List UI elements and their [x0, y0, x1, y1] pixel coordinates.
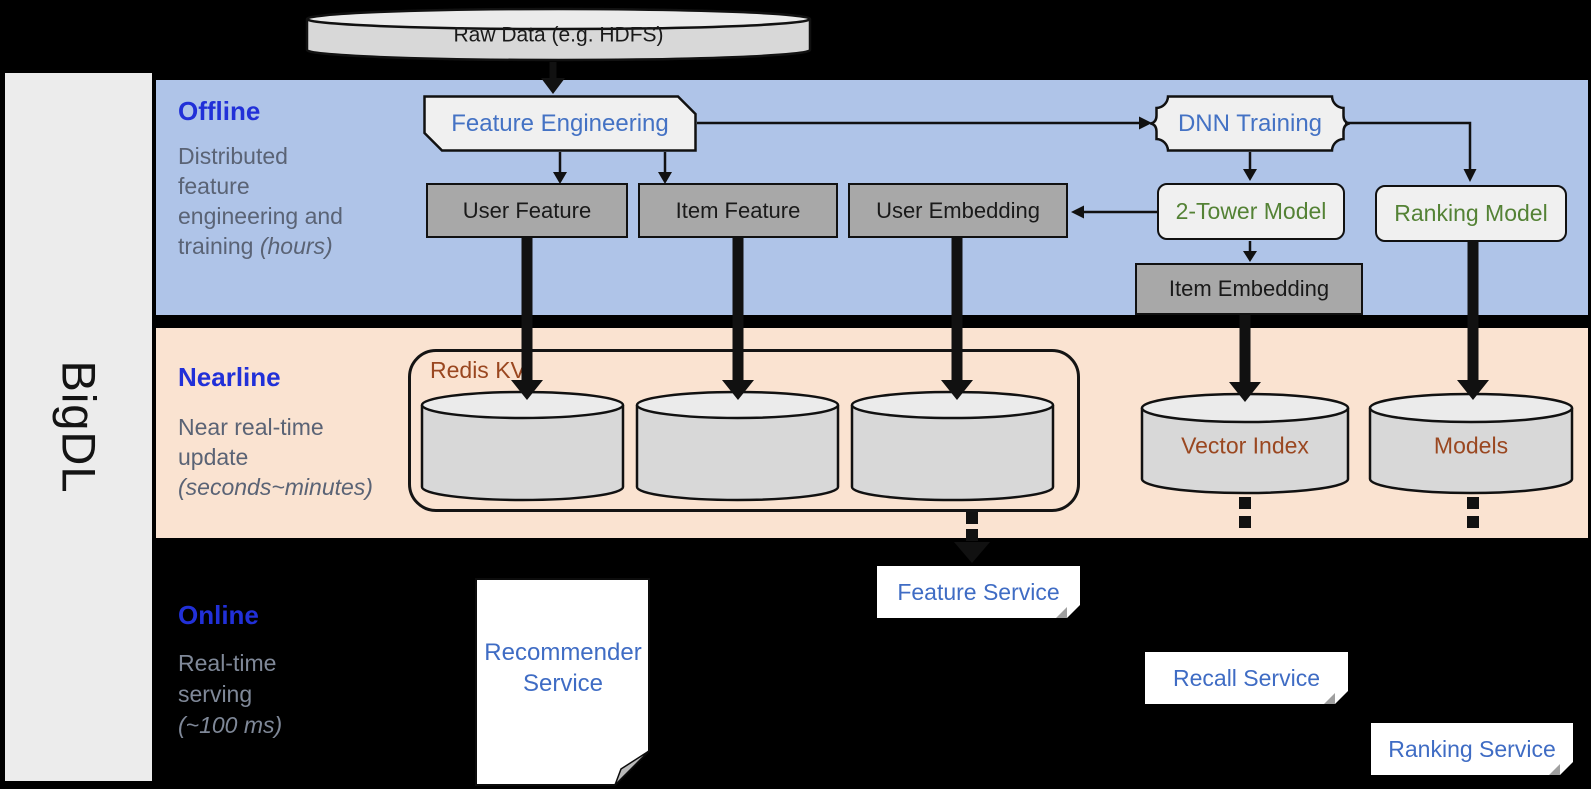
bigdl-label: BigDL	[52, 360, 105, 494]
item-feature-node: Item Feature	[638, 183, 838, 238]
feature-engineering-node: Feature Engineering	[423, 95, 697, 152]
ranking-model-label: Ranking Model	[1394, 200, 1548, 226]
ranking-model-node: Ranking Model	[1375, 185, 1567, 242]
item-embedding-label: Item Embedding	[1168, 276, 1330, 301]
recall-service-label: Recall Service	[1173, 664, 1320, 691]
two-tower-model-label: 2-Tower Model	[1175, 198, 1327, 224]
ranking-service-node: Ranking Service	[1371, 723, 1573, 775]
item-embedding-node: Item Embedding	[1135, 263, 1363, 315]
feature-service-label: Feature Service	[897, 578, 1060, 605]
vector-index-label: Vector Index	[1181, 432, 1309, 459]
models-store: Models	[1368, 392, 1574, 495]
online-description: Real-time serving (~100 ms)	[178, 650, 283, 738]
redis-kv-label: Redis KV	[430, 357, 526, 383]
user-feature-label: User Feature	[462, 197, 592, 223]
nearline-title: Nearline	[178, 362, 281, 392]
feature-service-node: Feature Service	[877, 566, 1080, 618]
redis-shard-cylinder-3	[850, 390, 1055, 502]
nearline-description: Near real-time update (seconds~minutes)	[178, 414, 373, 500]
vector-index-store: Vector Index	[1140, 392, 1350, 495]
user-feature-node: User Feature	[426, 183, 628, 238]
feature-engineering-label: Feature Engineering	[451, 109, 669, 137]
bigdl-brand-bar: BigDL	[5, 73, 152, 781]
raw-data-store: Raw Data (e.g. HDFS)	[305, 7, 812, 62]
raw-data-label: Raw Data (e.g. HDFS)	[453, 22, 664, 46]
ranking-service-label: Ranking Service	[1388, 735, 1556, 762]
item-feature-label: Item Feature	[675, 197, 801, 223]
redis-shard-cylinder-1	[420, 390, 625, 502]
redis-shard-cylinder-2	[635, 390, 840, 502]
two-tower-model-node: 2-Tower Model	[1157, 183, 1345, 240]
recall-service-node: Recall Service	[1145, 652, 1348, 704]
offline-description: Distributed feature engineering and trai…	[178, 143, 343, 259]
user-embedding-node: User Embedding	[848, 183, 1068, 238]
models-label: Models	[1433, 432, 1509, 459]
online-title: Online	[178, 600, 259, 630]
dnn-training-label: DNN Training	[1177, 109, 1323, 137]
offline-title: Offline	[178, 96, 261, 126]
user-embedding-label: User Embedding	[876, 197, 1040, 223]
dnn-training-node: DNN Training	[1150, 95, 1350, 152]
